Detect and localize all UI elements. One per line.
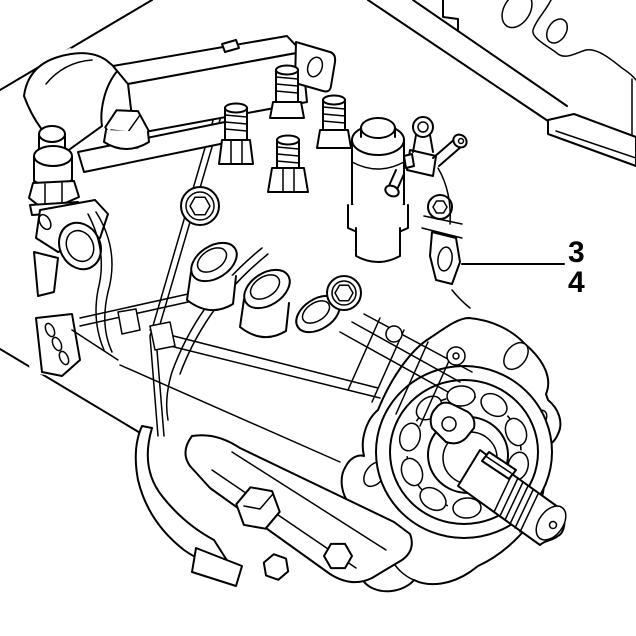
callout-label-4: 4	[568, 266, 585, 299]
primer-knob	[28, 125, 81, 216]
housing-rib-lattice	[339, 313, 473, 427]
injector-studs	[218, 64, 352, 193]
lower-bracket-arm	[134, 425, 243, 587]
callout-label-3: 3	[568, 236, 585, 269]
drive-shaft	[457, 449, 567, 546]
callout: 3 4	[461, 236, 585, 299]
side-mount-tab	[421, 167, 471, 309]
body-rails	[79, 51, 381, 463]
background-engine-outline	[0, 0, 153, 438]
socket-head-screws	[180, 186, 453, 311]
top-hex-bolt	[103, 109, 150, 150]
background-gear-case-panel	[367, 0, 636, 167]
slotted-bracket	[35, 313, 119, 377]
left-bracket	[33, 199, 113, 353]
shaft-key-plate	[429, 401, 476, 445]
fuel-solenoid	[347, 116, 468, 263]
lower-housing	[184, 434, 413, 584]
delivery-valve-holders	[186, 241, 341, 338]
